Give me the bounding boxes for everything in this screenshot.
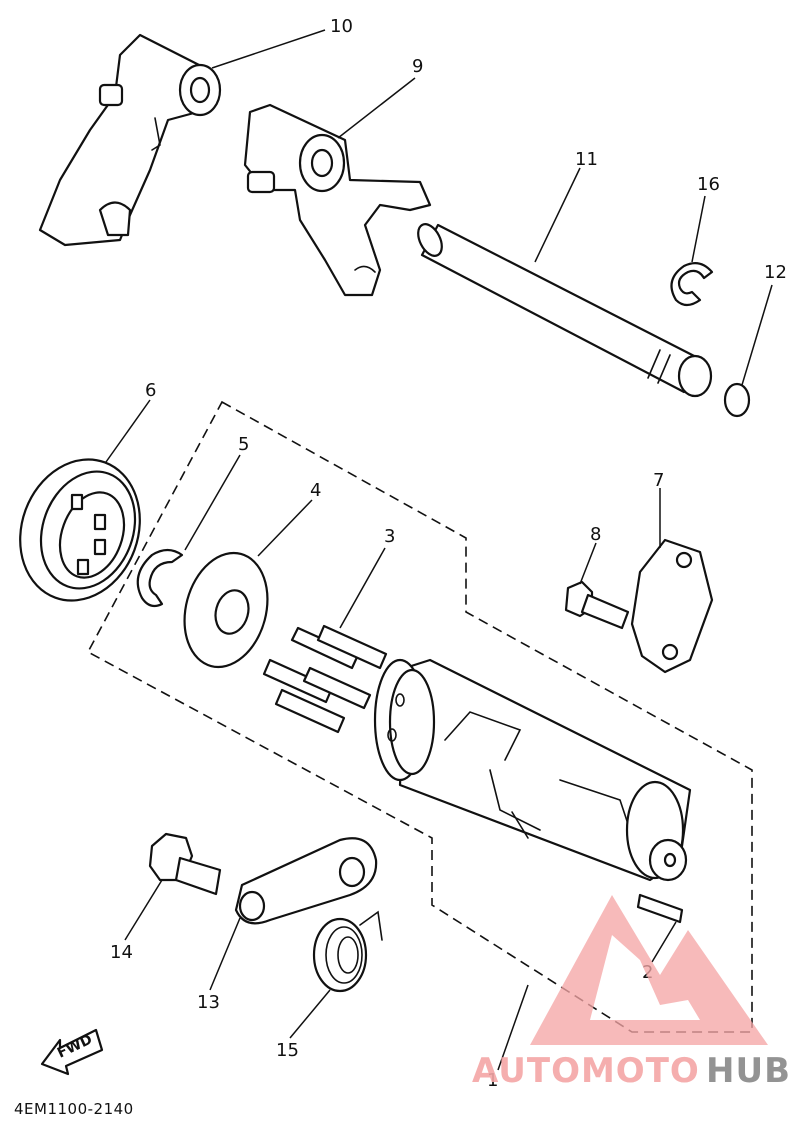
part-labels: 10 9 11 16 12 6 5 4 3 7 8 14 13 15 2 1: [110, 16, 787, 1091]
watermark: AUTOMOTO HUB: [472, 895, 791, 1091]
pin-2: [636, 893, 684, 924]
label-13: 13: [197, 992, 220, 1013]
label-11: 11: [575, 149, 598, 170]
washer-4: [183, 551, 269, 669]
label-5: 5: [238, 434, 249, 455]
circlip-5: [136, 548, 184, 608]
pins-3: [262, 624, 388, 734]
torsion-spring-15: [312, 910, 383, 993]
o-ring-12: [723, 382, 751, 418]
label-4: 4: [310, 480, 321, 501]
watermark-text-2: HUB: [706, 1051, 791, 1091]
shift-drum-1: [373, 658, 692, 882]
label-6: 6: [145, 380, 156, 401]
label-15: 15: [276, 1040, 299, 1061]
label-9: 9: [412, 56, 423, 77]
bolt-14: [148, 832, 222, 896]
watermark-logo-icon: [530, 895, 768, 1045]
shift-fork-9: [243, 103, 432, 297]
fwd-arrow-icon: FWD: [40, 1028, 104, 1076]
watermark-text-1: AUTOMOTO: [472, 1051, 700, 1091]
diagram-code: 4EM1100-2140: [14, 1100, 134, 1118]
guide-bar-11: [417, 223, 713, 398]
label-12: 12: [764, 262, 787, 283]
label-10: 10: [330, 16, 353, 37]
label-8: 8: [590, 524, 601, 545]
leader-lines: [105, 29, 773, 1071]
label-3: 3: [384, 526, 395, 547]
label-1: 1: [487, 1070, 498, 1091]
shift-fork-10: [38, 33, 222, 247]
circlip-16: [670, 261, 714, 307]
bearing-6: [19, 458, 141, 602]
stopper-lever-13: [234, 837, 378, 925]
label-16: 16: [697, 174, 720, 195]
label-14: 14: [110, 942, 133, 963]
label-7: 7: [653, 470, 664, 491]
plate-7: [630, 538, 714, 674]
screw-8: [564, 580, 630, 630]
assembly-outline: [86, 400, 753, 1033]
